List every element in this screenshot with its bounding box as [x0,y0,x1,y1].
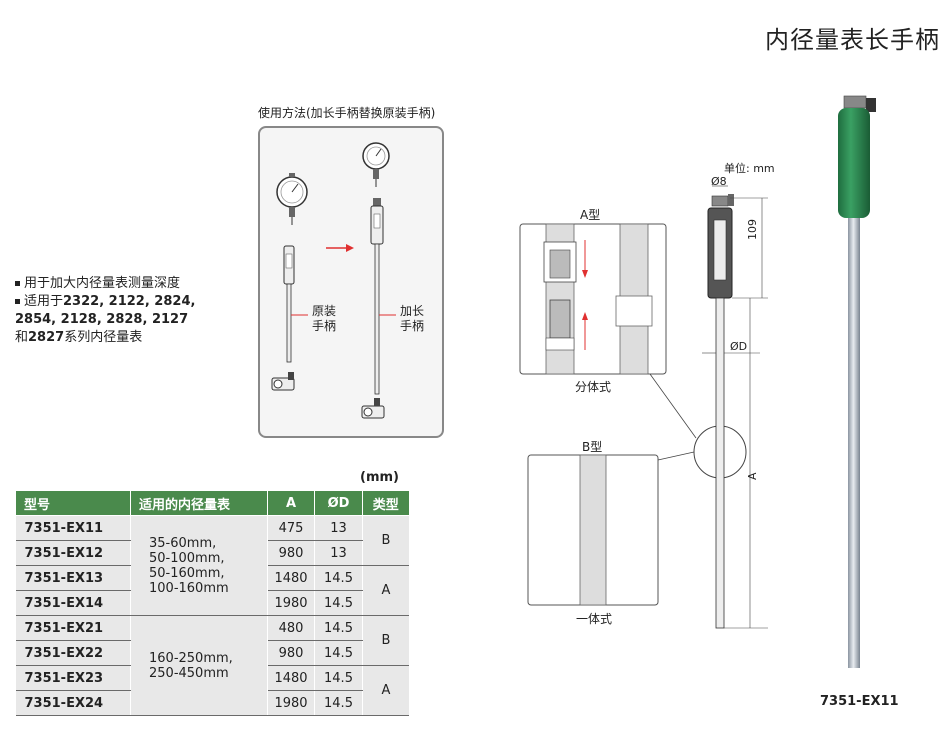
original-handle-label: 原装手柄 [312,304,337,333]
cell-range: 35-60mm,50-100mm,50-160mm,100-160mm [130,515,268,616]
cell-type: B [362,515,409,566]
col-od: ØD [314,490,363,516]
cell-model: 7351-EX11 [15,515,131,541]
cell-od: 13 [314,540,363,566]
table-row: 7351-EX13 1480 14.5 A [15,565,409,616]
technical-drawing [519,185,768,629]
feature-item-cont: 2854, 2128, 2828, 2127 [15,312,189,327]
usage-illustration [271,142,396,419]
cell-od: 14.5 [314,565,363,591]
type-a-label: A型 [580,208,601,222]
dial-gauge-left [276,173,308,225]
product-label: 7351-EX11 [820,694,899,709]
col-a: A [267,490,315,516]
extended-handle-label: 加长手柄 [400,304,425,333]
dial-gauge-right [362,142,390,187]
replace-arrow-icon [326,244,354,252]
table-row: 7351-EX21 160-250mm,250-450mm 480 14.5 B [15,615,409,716]
cell-type: B [362,615,409,666]
metal-rod [848,218,860,668]
table-row: 7351-EX12 980 13 [15,540,410,566]
cell-a: 1480 [267,565,315,591]
bullet-icon [15,299,20,304]
cell-a: 1980 [267,590,315,616]
table-row: 7351-EX22 980 14.5 [15,640,410,666]
cell-a: 475 [267,515,315,541]
cell-od: 14.5 [314,665,363,691]
cell-a: 480 [267,615,315,641]
dim-109-label: 109 [746,219,759,240]
green-grip [838,108,870,218]
usage-illustration-frame: 原装手柄 加长手柄 [258,126,444,438]
feature-item-cont: 和2827系列内径量表 [15,330,143,345]
cell-type: A [362,665,409,716]
col-type: 类型 [362,490,410,516]
cell-od: 14.5 [314,690,363,716]
dim-od-label: ØD [730,340,748,353]
cell-model: 7351-EX22 [15,640,131,666]
cell-model: 7351-EX24 [15,690,131,716]
spec-table: 型号 适用的内径量表 A ØD 类型 7351-EX11 35-60mm,50-… [15,490,410,716]
cell-model: 7351-EX12 [15,540,131,566]
feature-item: 用于加大内径量表测量深度 [15,275,195,293]
extended-handle [361,198,385,419]
type-b-caption: 一体式 [576,612,613,626]
cell-model: 7351-EX14 [15,590,131,616]
table-row: 7351-EX14 1980 14.5 [15,590,410,616]
col-model: 型号 [15,490,131,516]
cell-a: 980 [267,640,315,666]
type-b-label: B型 [582,440,603,454]
rod-drawing [715,297,725,629]
cell-model: 7351-EX23 [15,665,131,691]
table-row: 7351-EX24 1980 14.5 [15,690,410,716]
cell-od: 14.5 [314,590,363,616]
cell-od: 14.5 [314,615,363,641]
unit-label: 单位: mm [724,162,775,175]
page-title: 内径量表长手柄 [765,26,940,54]
feature-list: 用于加大内径量表测量深度 适用于2322, 2122, 2824, 2854, … [15,275,195,347]
cell-od: 13 [314,515,363,541]
dim-a-label: A [746,472,759,480]
dim-d8-label: Ø8 [711,175,727,188]
table-unit: (mm) [360,470,399,485]
cell-type: A [362,565,409,616]
cell-range: 160-250mm,250-450mm [130,615,268,716]
feature-item: 适用于2322, 2122, 2824, [15,293,195,311]
type-a-caption: 分体式 [575,380,612,394]
table-row: 7351-EX11 35-60mm,50-100mm,50-160mm,100-… [15,515,409,616]
original-handle [271,245,295,391]
product-image [838,95,876,668]
table-row: 7351-EX23 1480 14.5 A [15,665,409,716]
col-range: 适用的内径量表 [130,490,268,516]
cell-a: 1480 [267,665,315,691]
bullet-icon [15,281,20,286]
cell-a: 1980 [267,690,315,716]
usage-caption: 使用方法(加长手柄替换原装手柄) [258,106,436,120]
cell-model: 7351-EX13 [15,565,131,591]
cell-model: 7351-EX21 [15,615,131,641]
cell-a: 980 [267,540,315,566]
table-header-row: 型号 适用的内径量表 A ØD 类型 [15,490,410,516]
cell-od: 14.5 [314,640,363,666]
